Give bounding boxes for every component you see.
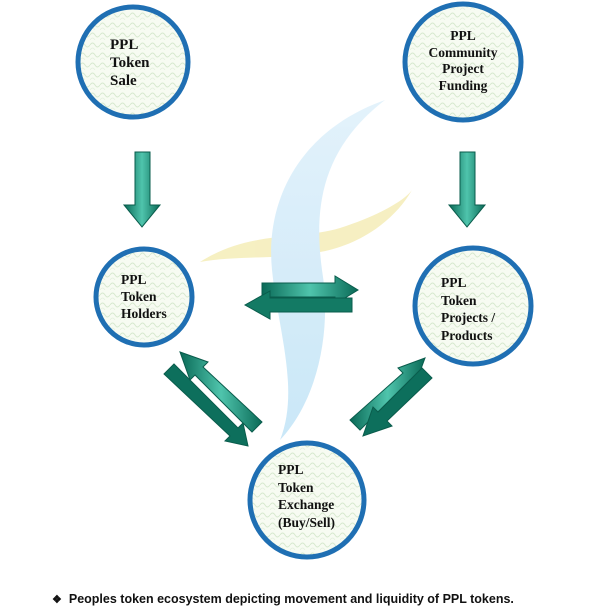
node-token-sale-circle [75, 4, 191, 120]
node-label-line: PPL [110, 37, 139, 53]
node-label-line: Token [278, 479, 314, 495]
node-label-line: Sale [110, 73, 137, 89]
swoosh-yellow [200, 190, 412, 262]
swoosh-blue [271, 100, 385, 440]
node-label-line: PPL [450, 28, 476, 43]
node-label-line: Token [441, 292, 477, 308]
node-label-line: Funding [438, 77, 488, 93]
diamond-bullet-icon: ❖ [52, 594, 62, 606]
node-community-funding: PPL Community Project Funding [413, 28, 513, 94]
node-label-line: (Buy/Sell) [278, 514, 336, 530]
arrow-exchange-to-holders [179, 351, 263, 433]
node-label-line: Token [121, 289, 157, 304]
node-token-holders: PPL Token Holders [121, 271, 167, 322]
node-community-funding-circle [402, 1, 524, 123]
arrow-down-right [447, 151, 487, 228]
node-label-line: Community [428, 44, 498, 60]
arrow-holders-to-exchange [163, 363, 249, 447]
background-swoosh [200, 100, 412, 440]
node-label-line: PPL [121, 272, 147, 287]
node-token-sale: PPL Token Sale [110, 36, 149, 90]
caption-text: Peoples token ecosystem depicting moveme… [68, 592, 514, 606]
node-label-line: Token [110, 55, 150, 71]
node-label-line: Projects / [441, 310, 496, 325]
node-projects-products: PPL Token Projects / Products [441, 274, 495, 344]
arrow-holders-to-projects [261, 275, 359, 305]
node-token-holders-circle [93, 246, 195, 348]
figure-caption: ❖ Peoples token ecosystem depicting movem… [52, 592, 514, 606]
arrow-projects-to-exchange [362, 367, 433, 437]
node-token-exchange: PPL Token Exchange (Buy/Sell) [278, 461, 335, 531]
node-projects-products-circle [412, 245, 534, 367]
node-token-exchange-circle [247, 440, 367, 560]
node-label-line: Exchange [278, 497, 335, 512]
node-label-line: PPL [278, 462, 304, 477]
node-label-line: PPL [441, 275, 467, 290]
node-label-line: Products [441, 327, 493, 343]
node-label-line: Project [442, 61, 484, 76]
arrow-down-left [122, 151, 162, 228]
node-label-line: Holders [121, 306, 167, 321]
arrow-projects-to-holders [243, 290, 353, 320]
